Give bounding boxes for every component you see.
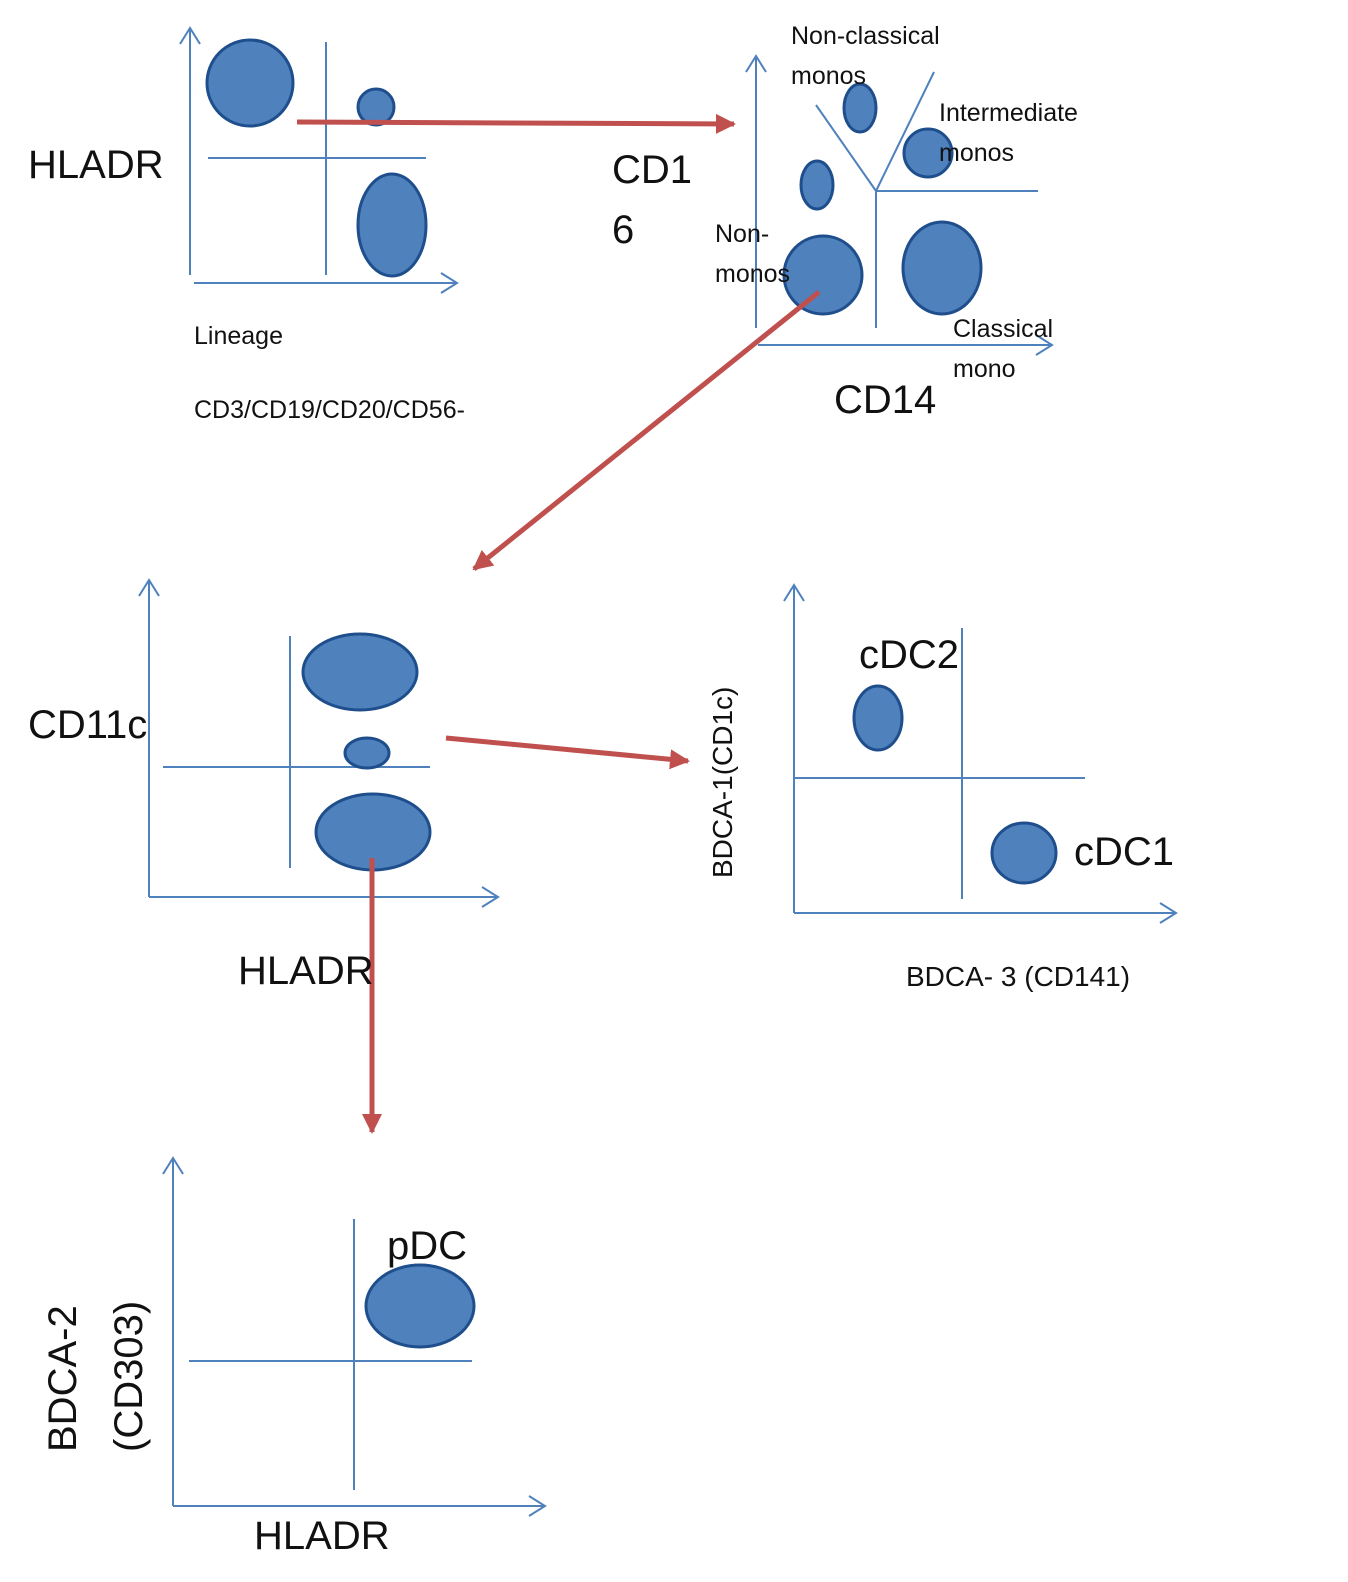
gate-label-pdc: pDC <box>387 1224 468 1268</box>
plot-hladr-vs-bdca2 <box>162 1156 547 1517</box>
y-axis-arrowhead <box>138 578 160 597</box>
gate-label-cdc1: cDC1 <box>1074 830 1175 874</box>
plot2-x-axis-label: CD14 <box>834 378 937 422</box>
plot4-x-axis-label: BDCA- 3 (CD141) <box>906 961 1131 992</box>
population-cd11c-high <box>301 632 419 712</box>
plot1-y-axis-label: HLADR <box>28 143 164 187</box>
plot1-x-axis-label-line1: Lineage <box>194 322 283 350</box>
plot2-y-axis-label-line1: CD1 <box>612 148 693 192</box>
gating-arrow-plot3-to-plot4 <box>445 735 690 770</box>
plot-lineage-vs-hladr <box>179 26 459 294</box>
plot3-y-axis-label: CD11c <box>28 703 148 747</box>
x-axis-arrowhead <box>1159 902 1178 924</box>
plot3-x-axis-label: HLADR <box>238 949 374 993</box>
plot5-y-axis-label-line2: (CD303) <box>107 1300 151 1452</box>
x-axis-arrowhead <box>481 886 500 908</box>
plot5-y-axis-label: BDCA-2 (CD303) <box>30 1301 162 1452</box>
plot2-y-axis-label: CD1 6 <box>612 140 692 260</box>
label-classical-mono: Classical mono <box>953 309 1053 389</box>
population-classical-mono <box>901 220 983 316</box>
population-intermediate-monos <box>902 127 954 179</box>
label-intermediate-monos: Intermediate monos <box>939 93 1078 173</box>
label-nonclassical-line2: monos <box>791 62 867 90</box>
y-axis-arrowhead <box>745 54 767 73</box>
label-non-monos: Non- monos <box>715 214 790 294</box>
gate-y-right <box>875 71 935 192</box>
y-axis-arrowhead <box>783 583 805 602</box>
label-classical-line1: Classical <box>953 315 1054 343</box>
population-cdc2 <box>852 684 904 752</box>
population-pdc <box>364 1263 476 1349</box>
plot-bdca3-vs-bdca1 <box>783 583 1178 924</box>
plot2-y-axis-label-line2: 6 <box>612 208 635 252</box>
label-intermediate-line2: monos <box>939 139 1015 167</box>
label-intermediate-line1: Intermediate <box>939 99 1078 127</box>
label-nonmonos-line1: Non- <box>715 220 770 248</box>
label-nonclassical-monos: Non-classical monos <box>791 16 940 96</box>
x-axis-arrowhead <box>1035 334 1054 356</box>
population-lineage-neg-hladr-pos <box>205 38 295 128</box>
x-axis-arrowhead <box>528 1495 547 1517</box>
plot-hladr-vs-cd11c <box>138 578 500 908</box>
plot1-x-axis-label-line2: CD3/CD19/CD20/CD56- <box>194 396 465 424</box>
y-axis-arrowhead <box>162 1156 184 1175</box>
gating-arrow-plot1-to-plot2 <box>296 113 736 134</box>
population-non-monos <box>782 234 864 316</box>
plot5-x-axis-label: HLADR <box>254 1514 390 1558</box>
gate-label-cdc2: cDC2 <box>859 633 960 677</box>
gate-y-left <box>815 104 877 192</box>
plot4-y-axis-label: BDCA-1(CD1c) <box>707 686 738 878</box>
population-cdc1 <box>990 821 1058 885</box>
label-nonclassical-line1: Non-classical <box>791 22 940 50</box>
plot5-y-axis-label-line1: BDCA-2 <box>41 1305 85 1452</box>
gating-arrow-plot2-to-plot3 <box>472 290 821 571</box>
population-lineage-pos <box>356 172 428 278</box>
population-small-left <box>799 159 835 211</box>
label-classical-line2: mono <box>953 355 1016 383</box>
population-small-upper-right <box>356 87 396 127</box>
population-small-middle <box>343 736 391 770</box>
plot-cd14-vs-cd16 <box>745 54 1054 356</box>
x-axis-arrowhead <box>440 272 459 294</box>
label-nonmonos-line2: monos <box>715 260 791 288</box>
y-axis-arrowhead <box>179 26 201 45</box>
population-nonclassical-monos <box>842 82 878 134</box>
